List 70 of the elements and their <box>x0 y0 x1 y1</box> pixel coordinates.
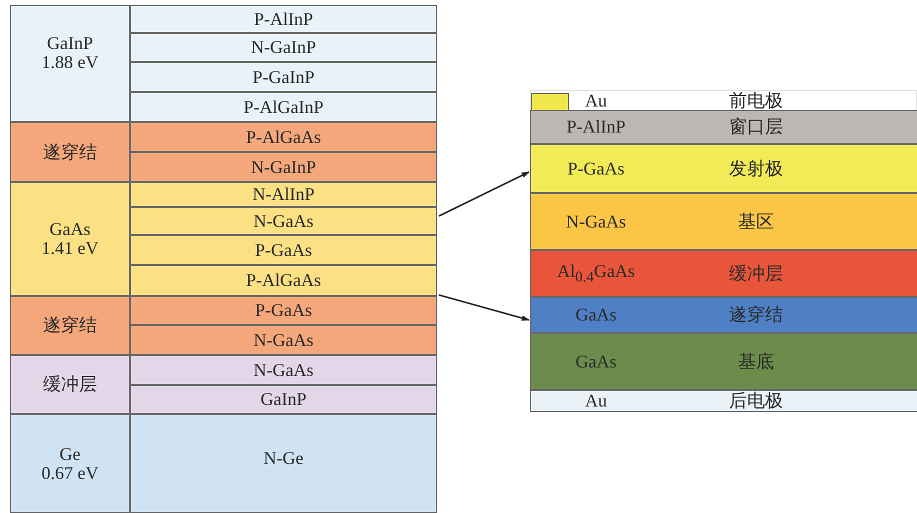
function-label: 前电极 <box>729 91 783 110</box>
arrow <box>438 171 530 217</box>
layer-label: P-GaAs <box>255 301 312 320</box>
function-label: 后电极 <box>729 392 783 410</box>
arrow <box>438 294 530 321</box>
layer-label: GaInP <box>260 390 306 409</box>
subcell-label: 缓冲层 <box>43 375 97 394</box>
subcell-label: 遂穿结 <box>43 142 97 162</box>
subcell-column <box>10 182 130 296</box>
subcell-label: GaAs <box>50 220 90 239</box>
layer-row <box>130 62 437 92</box>
subcell-label: 0.67 eV <box>42 464 98 483</box>
material-label: P-AlInP <box>566 118 626 136</box>
subcell-column <box>10 355 130 414</box>
material-label: N-GaAs <box>566 212 626 231</box>
subcell-label: 1.41 eV <box>42 239 98 258</box>
subcell-column <box>10 296 130 355</box>
subcell-column <box>10 414 130 513</box>
subcell-column <box>10 5 130 122</box>
layer-row <box>130 207 437 235</box>
function-label: 发射极 <box>729 159 783 178</box>
layer-label: N-GaInP <box>251 158 316 176</box>
function-label: 缓冲层 <box>729 264 783 283</box>
layer-row <box>530 390 917 412</box>
subcell-label: GaInP <box>47 34 93 53</box>
layer-row <box>130 296 437 325</box>
layer-label: N-GaAs <box>254 330 314 350</box>
layer-label: N-Ge <box>264 449 304 468</box>
layer-label: P-GaInP <box>252 68 314 86</box>
layer-label: N-AlInP <box>252 185 314 204</box>
layer-label: N-GaAs <box>254 212 314 230</box>
layer-label: N-GaAs <box>254 360 314 380</box>
layer-row <box>130 152 437 182</box>
layer-row <box>130 414 437 513</box>
material-label: P-GaAs <box>568 159 624 178</box>
material-label: Au <box>585 392 607 410</box>
subcell-label: 1.88 eV <box>42 52 98 72</box>
function-label: 基区 <box>738 212 774 231</box>
material-label: GaAs <box>576 352 616 371</box>
layer-row <box>530 250 917 297</box>
layer-row <box>130 325 437 355</box>
material-label: Au <box>585 91 607 110</box>
function-label: 窗口层 <box>729 118 783 136</box>
layer-row <box>130 182 437 207</box>
layer-label: P-AlGaAs <box>246 271 321 290</box>
material-label: GaAs <box>576 306 616 324</box>
layer-row <box>530 193 917 250</box>
layer-row <box>530 297 917 333</box>
material-label: Al$_{0.4}$GaAs <box>557 261 635 286</box>
layer-row <box>130 355 437 385</box>
function-label: 基底 <box>738 352 774 371</box>
layer-row <box>130 122 437 152</box>
layer-label: P-AlGaInP <box>244 98 324 116</box>
layer-row <box>530 333 917 390</box>
layer-row <box>530 110 917 144</box>
layer-row <box>130 92 437 122</box>
layer-row <box>130 385 437 414</box>
subcell-column <box>10 122 130 182</box>
layer-row <box>130 33 437 62</box>
layer-row <box>130 265 437 296</box>
layer-row <box>130 5 437 33</box>
subcell-label: Ge <box>60 445 80 464</box>
function-label: 遂穿结 <box>729 306 783 324</box>
layer-label: P-GaAs <box>255 240 312 260</box>
layer-label: P-AlInP <box>254 10 313 28</box>
subcell-label: 遂穿结 <box>43 316 97 335</box>
layer-row <box>530 144 917 193</box>
layer-label: P-AlGaAs <box>246 128 321 146</box>
layer-row <box>130 235 437 265</box>
layer-label: N-GaInP <box>251 38 316 57</box>
